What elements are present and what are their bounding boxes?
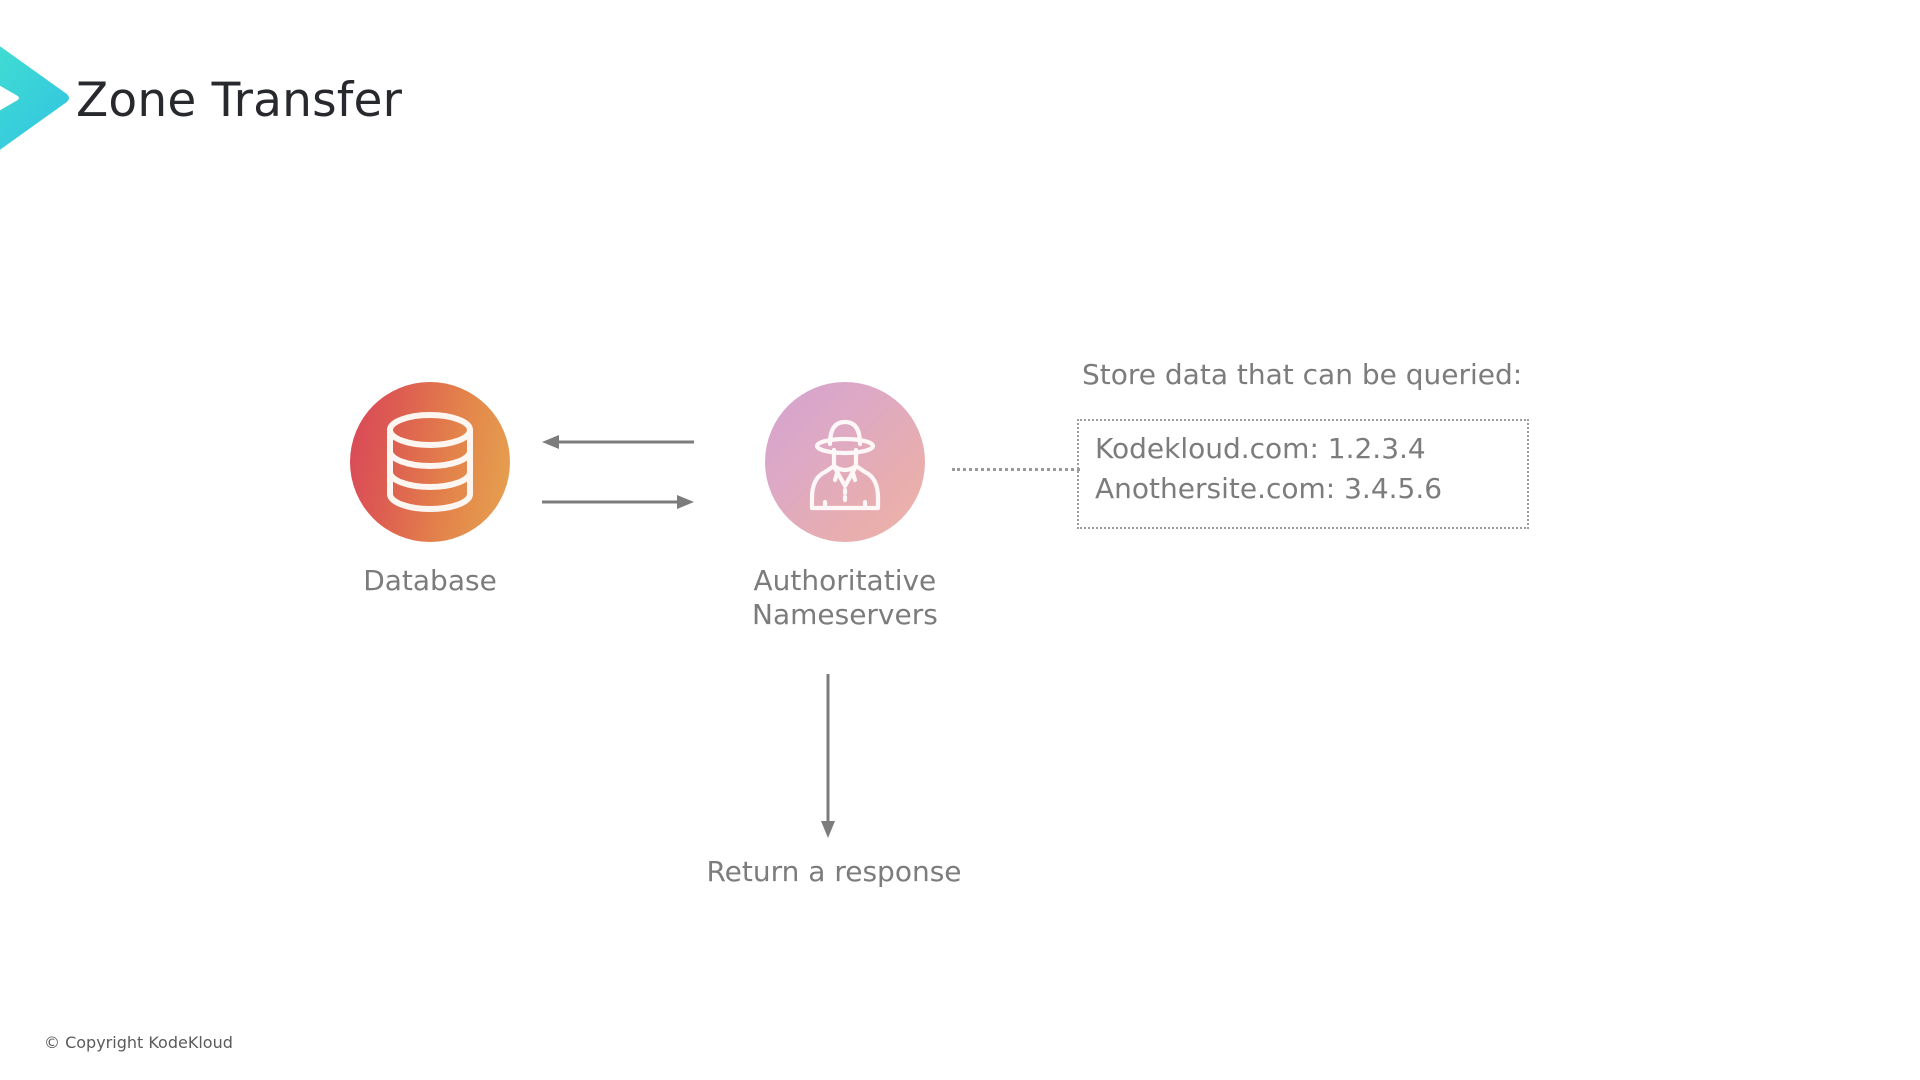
nameserver-label: Authoritative Nameservers (752, 564, 938, 632)
record-line: Kodekloud.com: 1.2.3.4 (1095, 432, 1426, 465)
dotted-connector-line (952, 468, 1080, 472)
store-data-heading: Store data that can be queried: (1082, 358, 1523, 391)
database-label: Database (363, 564, 497, 597)
record-line: Anothersite.com: 3.4.5.6 (1095, 471, 1443, 505)
arrow-return-response (816, 672, 840, 840)
copyright-notice: © Copyright KodeKloud (44, 1033, 233, 1052)
database-icon-circle (350, 382, 510, 542)
diagram-node-database: Database (350, 382, 510, 598)
person-with-hat-icon (809, 419, 881, 511)
arrow-database-to-nameserver (540, 490, 696, 514)
database-cylinder-icon (387, 412, 473, 512)
return-response-label: Return a response (706, 855, 962, 888)
diagram-node-nameserver: Authoritative Nameservers (752, 382, 938, 632)
arrow-nameserver-to-database (540, 430, 696, 454)
stored-records-box: Kodekloud.com: 1.2.3.4 Anothersite.com: … (1077, 419, 1529, 529)
page-title: Zone Transfer (76, 73, 403, 128)
nameserver-icon-circle (764, 382, 925, 542)
brand-chevron-logo (0, 18, 76, 178)
